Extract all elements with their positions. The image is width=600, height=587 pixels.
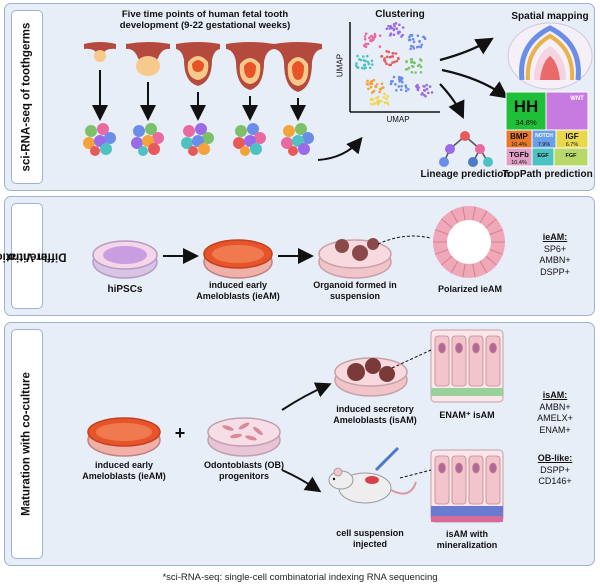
isam-marker-2: AMELX+ — [537, 413, 573, 423]
ob-label: Odontoblasts (OB) progenitors — [194, 460, 294, 482]
lineage-tree — [439, 131, 493, 167]
ob-like-markers-title: OB-like: — [537, 453, 573, 463]
ieam-markers-title: ieAM: — [542, 232, 568, 242]
clustering-label: Clustering — [375, 9, 425, 20]
mouse — [328, 446, 417, 504]
cell-clusters-panel1 — [83, 123, 314, 156]
treemap-fgf: FGF — [565, 153, 577, 159]
arrow-to-clustering — [317, 136, 363, 161]
treemap-bmp-pct: 10.4% — [511, 142, 527, 148]
treemap-notch-pct: 7.9% — [537, 142, 551, 148]
ob-like-marker-2: CD146+ — [538, 476, 572, 486]
ob-label-line1: Odontoblasts (OB) — [204, 460, 284, 470]
isam-label: induced secretory Ameloblasts (isAM) — [325, 404, 425, 426]
toppath-treemap — [505, 91, 589, 167]
treemap-tgfb-pct: 10.4% — [511, 160, 527, 166]
dish-organoid — [318, 238, 392, 279]
spatial-mapping-label: Spatial mapping — [511, 11, 589, 22]
dish-ob — [207, 417, 281, 457]
spatial-map-tooth — [507, 22, 593, 90]
treemap-igf: IGF — [565, 132, 579, 141]
organoid-label-line2: suspension — [329, 291, 380, 301]
dish-isam — [334, 357, 408, 397]
treemap-tgfb: TGFb — [509, 150, 529, 159]
cell-suspension-line2: injected — [352, 539, 387, 549]
hipsc-label: hiPSCs — [107, 284, 143, 295]
umap-plot — [349, 22, 440, 113]
arrows-panel3 — [281, 382, 332, 493]
umap-x-label: UMAP — [386, 115, 410, 124]
dish-ieam-p3 — [87, 417, 161, 457]
organoid-label: Organoid formed in suspension — [305, 280, 405, 302]
panel2-side-label-box: In VitroDifferentiation — [0, 203, 66, 309]
lineage-prediction-label: Lineage prediction — [420, 169, 510, 180]
polarized-ieam-ring — [433, 206, 505, 278]
organoid-label-line1: Organoid formed in — [313, 280, 397, 290]
panel1-side-label-box: sci-RNA-seq of toothgerms — [11, 10, 43, 184]
mineralization-line2: mineralization — [436, 540, 498, 550]
treemap-hh-pct: 34.8% — [515, 118, 537, 127]
treemap-egf: EGF — [537, 153, 549, 159]
umap-clusters — [354, 22, 434, 106]
isam-marker-1: AMBN+ — [539, 401, 571, 412]
treemap-igf-pct: 6.7% — [565, 142, 579, 148]
isam-marker-3: ENAM+ — [539, 424, 571, 435]
isam-markers: isAM: AMBN+ AMELX+ ENAM+ — [520, 390, 590, 436]
cell-suspension-line1: cell suspension — [336, 528, 404, 538]
zoom-line-organoid — [377, 235, 431, 245]
ieam-marker-1: SP6+ — [543, 243, 567, 254]
dish-ieam — [203, 239, 273, 279]
treemap-notch: NOTCH — [535, 133, 553, 139]
ob-like-marker-1: DSPP+ — [540, 464, 570, 475]
p3-ieam-label-line1: induced early — [94, 460, 154, 470]
treemap-wnt: WNT — [570, 96, 584, 102]
zoom-lines-panel3 — [391, 349, 432, 479]
ieam-label: induced early Ameloblasts (ieAM) — [188, 280, 288, 302]
enam-isam-cells — [430, 329, 504, 403]
mineralized-cells — [430, 449, 504, 523]
p3-ieam-label-line2: Ameloblasts (ieAM) — [82, 471, 166, 481]
ieam-marker-2: AMBN+ — [539, 255, 571, 265]
down-arrows-panel1 — [92, 70, 306, 121]
tooth-germ-stage-2 — [126, 42, 170, 76]
arrows-from-umap — [439, 37, 509, 119]
panel1-title: Five time points of human fetal tooth de… — [95, 9, 315, 31]
ieam-label-line1: induced early — [208, 280, 268, 290]
ob-label-line2: progenitors — [218, 471, 269, 481]
plus-sign: + — [174, 423, 186, 443]
isam-label-line2: Ameloblasts (isAM) — [333, 415, 417, 425]
panel3-side-label-box: Maturation with co-culture — [11, 329, 43, 559]
tooth-germ-stage-1 — [84, 42, 116, 62]
cell-suspension-label: cell suspension injected — [325, 528, 415, 550]
p3-ieam-label: induced early Ameloblasts (ieAM) — [74, 460, 174, 482]
umap-y-label: UMAP — [335, 53, 345, 78]
enam-isam-label: ENAM⁺ isAM — [439, 410, 495, 420]
ieam-label-line2: Ameloblasts (ieAM) — [196, 291, 280, 301]
polarized-ieam-label: Polarized ieAM — [437, 284, 502, 294]
treemap-bmp: BMP — [510, 132, 528, 141]
mineralization-line1: isAM with — [446, 529, 488, 539]
tooth-germ-stage-5 — [274, 42, 322, 92]
ieam-marker-3: DSPP+ — [540, 266, 570, 277]
ob-like-markers: OB-like: DSPP+ CD146+ — [520, 453, 590, 488]
mineralization-label: isAM with mineralization — [425, 529, 509, 551]
isam-markers-title: isAM: — [542, 390, 568, 400]
ieam-markers: ieAM: SP6+ AMBN+ DSPP+ — [525, 232, 585, 278]
panel1-title-line2: development (9-22 gestational weeks) — [119, 20, 291, 31]
treemap-hh: HH — [513, 97, 539, 116]
dish-hipsc — [92, 240, 158, 279]
tooth-germ-stage-3 — [176, 42, 220, 86]
toppath-prediction-label: TopPath prediction — [502, 169, 593, 180]
panel1-title-line1: Five time points of human fetal tooth — [121, 9, 289, 20]
isam-label-line1: induced secretory — [336, 404, 414, 414]
tooth-germ-stage-4 — [226, 42, 274, 90]
footnote: *sci-RNA-seq: single-cell combinatorial … — [162, 572, 438, 583]
